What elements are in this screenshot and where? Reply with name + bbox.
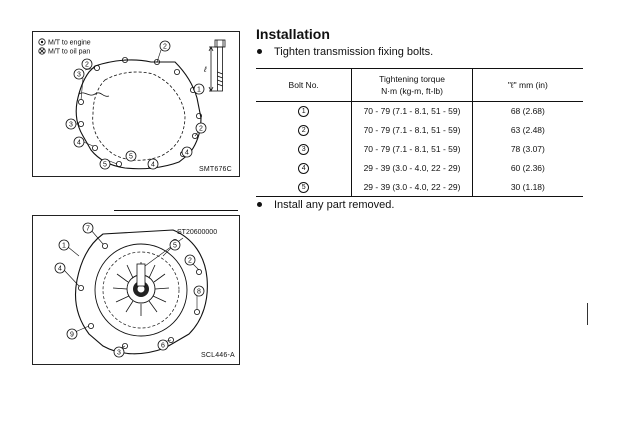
svg-text:3: 3 xyxy=(77,72,81,79)
torque-value: 29 - 39 (3.0 - 4.0, 22 - 29) xyxy=(351,158,473,178)
figure1-callouts: 2 2 3 1 2 3 4 5 4 5 4 xyxy=(65,40,207,170)
svg-text:8: 8 xyxy=(197,289,201,296)
svg-text:4: 4 xyxy=(151,162,155,169)
callout-3-left: 3 xyxy=(65,118,77,130)
length-dimension-label: ℓ xyxy=(203,65,207,74)
table-row: 2 70 - 79 (7.1 - 8.1, 51 - 59) 63 (2.48) xyxy=(256,120,583,140)
callout-4-right: 4 xyxy=(181,146,193,158)
legend-oil-pan-label: M/T to oil pan xyxy=(48,49,90,56)
callout-2-left: 2 xyxy=(81,58,93,70)
length-value: 68 (2.68) xyxy=(510,106,545,117)
length-value: 63 (2.48) xyxy=(510,125,545,135)
svg-text:6: 6 xyxy=(161,343,165,350)
disc-outer xyxy=(102,251,180,329)
table-row: 3 70 - 79 (7.1 - 8.1, 51 - 59) 78 (3.07) xyxy=(256,139,583,159)
svg-text:9: 9 xyxy=(70,332,74,339)
svg-text:2: 2 xyxy=(188,258,192,265)
legend-engine-label: M/T to engine xyxy=(48,40,91,47)
figure-transmission-bolts: M/T to engine M/T to oil pan xyxy=(32,31,240,177)
bullet-tighten-text: Tighten transmission fixing bolts. xyxy=(274,46,434,58)
alignment-tool xyxy=(136,263,146,287)
svg-text:1: 1 xyxy=(197,87,201,94)
figure2-caption: SCL446-A xyxy=(201,352,235,359)
svg-text:2: 2 xyxy=(85,62,89,69)
bolt-length-icon xyxy=(208,39,226,92)
clutch-callout-7: 7 xyxy=(82,222,94,234)
bolt-number: 1 xyxy=(298,106,310,118)
figure2-callouts: 7 5 1 4 2 8 9 3 6 xyxy=(54,222,205,358)
bullet-dot xyxy=(257,201,262,207)
svg-text:1: 1 xyxy=(62,243,66,250)
bolt-number: 4 xyxy=(298,163,310,174)
svg-text:3: 3 xyxy=(117,350,121,357)
housing-diagram: M/T to engine M/T to oil pan xyxy=(38,38,226,170)
legend-oil-pan: M/T to oil pan xyxy=(38,47,90,56)
clutch-callout-3: 3 xyxy=(113,346,125,358)
svg-text:4: 4 xyxy=(185,150,189,157)
torque-value: 29 - 39 (3.0 - 4.0, 22 - 29) xyxy=(351,177,473,197)
margin-mark xyxy=(587,303,588,325)
callout-4-left: 4 xyxy=(73,136,85,148)
callout-1-right: 1 xyxy=(193,83,205,95)
bullet-install-parts: Install any part removed. xyxy=(257,199,394,211)
length-value: 78 (3.07) xyxy=(510,144,545,154)
table-row: 5 29 - 39 (3.0 - 4.0, 22 - 29) 30 (1.18) xyxy=(256,177,583,197)
length-value: 60 (2.36) xyxy=(510,163,545,173)
bolt-number: 2 xyxy=(298,125,310,136)
figure2-top-rule xyxy=(114,210,238,211)
torque-value: 70 - 79 (7.1 - 8.1, 51 - 59) xyxy=(351,120,473,140)
callout-5-bottom: 5 xyxy=(125,150,137,162)
figure-clutch-cover: 7 5 1 4 2 8 9 3 6 ST20600000 SCL446-A xyxy=(32,215,240,365)
clutch-callout-5: 5 xyxy=(169,239,181,251)
bolt-number: 5 xyxy=(298,181,310,193)
bullet-tighten-bolts: Tighten transmission fixing bolts. xyxy=(257,46,433,58)
bolt-torque-table: Bolt No. Tightening torque N·m (kg-m, ft… xyxy=(256,68,583,197)
hub-bore xyxy=(137,285,145,293)
callout-3-upper: 3 xyxy=(73,68,85,80)
torque-value: 70 - 79 (7.1 - 8.1, 51 - 59) xyxy=(351,101,473,121)
header-torque-line1: Tightening torque xyxy=(379,74,445,84)
clutch-callout-9: 9 xyxy=(66,328,78,340)
table-row: 4 29 - 39 (3.0 - 4.0, 22 - 29) 60 (2.36) xyxy=(256,158,583,178)
callout-5-bottom-left: 5 xyxy=(99,158,111,170)
pressure-plate xyxy=(94,243,188,337)
diaphragm-fingers xyxy=(112,262,170,316)
header-length: "ℓ" mm (in) xyxy=(472,68,583,102)
callout-4-bottom: 4 xyxy=(147,158,159,170)
svg-text:5: 5 xyxy=(173,243,177,250)
clutch-callout-2: 2 xyxy=(184,254,196,266)
section-title: Installation xyxy=(256,26,330,42)
bullet-install-text: Install any part removed. xyxy=(274,199,395,211)
tool-number-label: ST20600000 xyxy=(177,229,217,236)
callout-2-right: 2 xyxy=(195,122,207,134)
svg-text:4: 4 xyxy=(77,140,81,147)
torque-value: 70 - 79 (7.1 - 8.1, 51 - 59) xyxy=(351,139,473,159)
clutch-callout-4: 4 xyxy=(54,262,66,274)
housing-inner-bell xyxy=(92,71,186,161)
table-row: 1 70 - 79 (7.1 - 8.1, 51 - 59) 68 (2.68) xyxy=(256,101,583,121)
clutch-diagram: 7 5 1 4 2 8 9 3 6 ST20600000 xyxy=(54,222,217,358)
bullet-dot xyxy=(257,48,262,54)
clutch-callout-1: 1 xyxy=(58,239,70,251)
figure1-caption: SMT676C xyxy=(199,166,232,173)
header-torque: Tightening torque N·m (kg-m, ft-lb) xyxy=(351,68,473,102)
header-bolt-no: Bolt No. xyxy=(256,68,352,102)
table-header-row: Bolt No. Tightening torque N·m (kg-m, ft… xyxy=(256,68,583,102)
svg-text:2: 2 xyxy=(199,126,203,133)
svg-text:4: 4 xyxy=(58,266,62,273)
callout-2-top: 2 xyxy=(159,40,171,52)
cover-plate-outline xyxy=(74,229,208,355)
clutch-callout-8: 8 xyxy=(193,285,205,297)
svg-text:3: 3 xyxy=(69,122,73,129)
svg-text:5: 5 xyxy=(129,154,133,161)
svg-text:2: 2 xyxy=(163,44,167,51)
svg-text:5: 5 xyxy=(103,162,107,169)
header-torque-line2: N·m (kg-m, ft-lb) xyxy=(381,86,443,96)
length-value: 30 (1.18) xyxy=(472,177,583,197)
svg-text:7: 7 xyxy=(86,226,90,233)
clutch-callout-6: 6 xyxy=(157,339,169,351)
bolt-number: 3 xyxy=(298,144,310,155)
legend-engine: M/T to engine xyxy=(38,38,91,47)
housing-wave xyxy=(78,92,110,97)
